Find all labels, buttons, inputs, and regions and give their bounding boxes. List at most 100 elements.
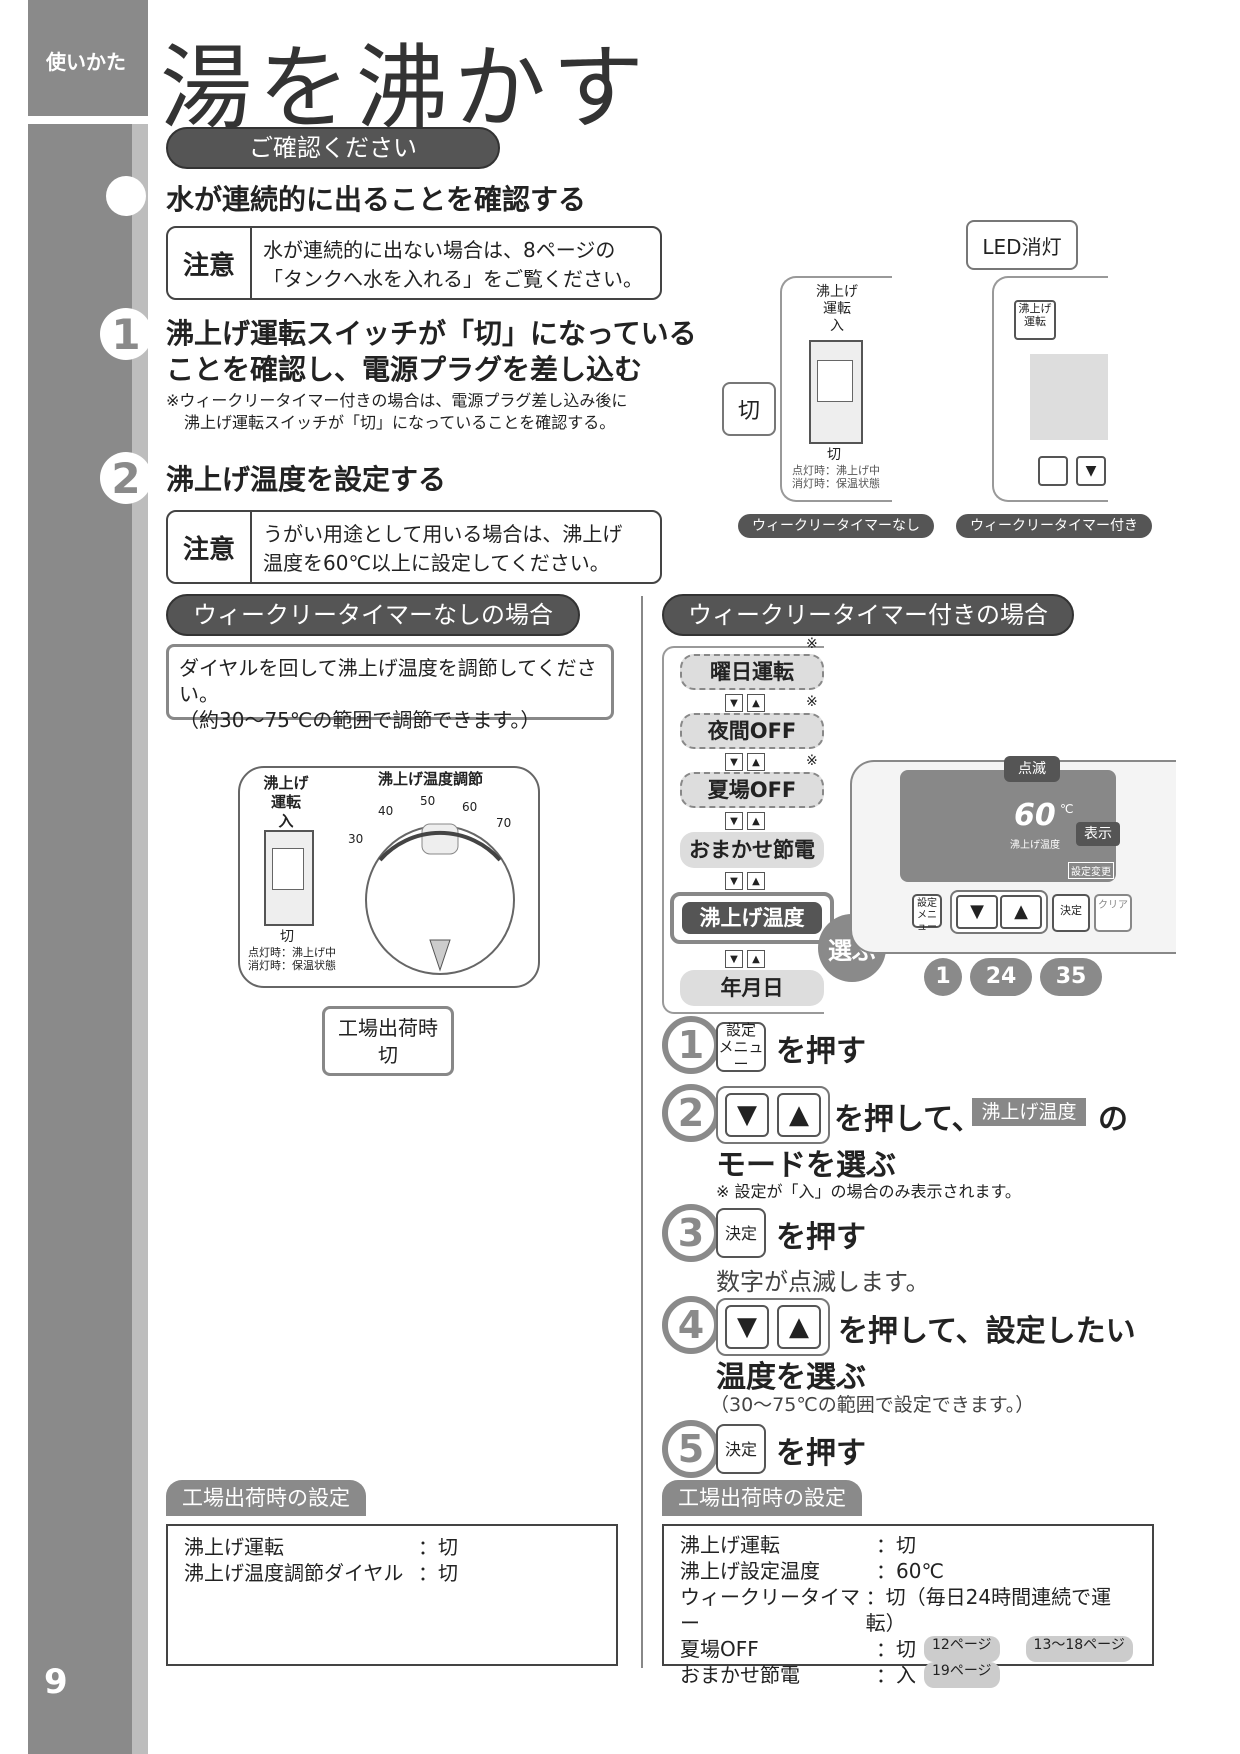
sidebar-line — [132, 124, 148, 1754]
caption-no-timer: ウィークリータイマーなし — [738, 514, 934, 538]
dial-panel: 沸上げ運転入 切 点灯時：沸上げ中消灯時：保温状態 沸上げ温度調節 30 40 … — [238, 766, 540, 988]
confirm-heading: 水が連続的に出ることを確認する — [166, 183, 587, 216]
right-step-2-after: の — [1098, 1102, 1128, 1137]
mini-down-button[interactable]: ▼ — [1076, 456, 1106, 486]
timeline-dot — [106, 176, 146, 216]
step-1-heading: 沸上げ運転スイッチが「切」になっていることを確認し、電源プラグを差し込む — [166, 317, 697, 386]
dial-tick: 60 — [462, 800, 478, 814]
page-ref: 12ページ — [924, 1636, 1000, 1662]
enter-button[interactable]: 決定 — [1052, 894, 1090, 932]
up-arrow-icon: ▲ — [777, 1305, 821, 1349]
confirm-note: 注意 水が連続的に出ない場合は、8ページの「タンクへ水を入れる」をご覧ください。 — [166, 226, 662, 300]
right-section-header: ウィークリータイマー付きの場合 — [662, 594, 1074, 636]
mini-display — [1030, 354, 1108, 440]
right-step-4-text: を押して、設定したい — [838, 1314, 1136, 1349]
lcd-temperature: 60 — [1014, 798, 1056, 833]
up-arrow-icon: ▲ — [777, 1093, 821, 1137]
down-arrow-icon: ▼ — [725, 1093, 769, 1137]
mode-arrows: ▼▲ — [725, 753, 765, 771]
factory-callout: 工場出荷時切 — [322, 1006, 454, 1076]
led-callout: LED消灯 — [966, 220, 1078, 270]
settings-row: 沸上げ設定温度：60℃ — [680, 1559, 944, 1583]
control-panel: 60 ℃ 沸上げ温度 設定変更 設定 メニュー ▼ ▲ 決定 クリア — [850, 760, 1176, 954]
right-step-1-number: 1 — [662, 1016, 720, 1074]
finger-label-35: 35 — [1040, 958, 1102, 996]
enter-icon: 決定 — [716, 1208, 766, 1258]
up-button[interactable]: ▲ — [1000, 895, 1042, 929]
off-callout: 切 — [722, 382, 776, 436]
mode-selected-frame: 沸上げ温度 — [670, 892, 834, 944]
right-step-3-number: 3 — [662, 1204, 720, 1262]
mode-item-weekday[interactable]: 曜日運転 — [680, 654, 824, 690]
lcd-unit: ℃ — [1060, 802, 1074, 816]
switch-label: 沸上げ運転入 — [816, 284, 858, 334]
right-factory-settings: 沸上げ運転：切 沸上げ設定温度：60℃ ウィークリータイマー：切（毎日24時間連… — [662, 1524, 1154, 1688]
mini-menu-button[interactable] — [1038, 456, 1068, 486]
left-factory-tab: 工場出荷時の設定 — [166, 1480, 366, 1516]
mode-mark: ※ — [806, 636, 818, 652]
mode-item-boil-temp[interactable]: 沸上げ温度 — [682, 902, 822, 934]
right-step-4-number: 4 — [662, 1296, 720, 1354]
switch-panel-no-timer: 沸上げ運転入 切 点灯時：沸上げ中消灯時：保温状態 — [780, 276, 892, 502]
right-step-2-number: 2 — [662, 1084, 720, 1142]
mode-item-night-off[interactable]: 夜間OFF — [680, 713, 824, 749]
note-text: 水が連続的に出ない場合は、8ページの「タンクへ水を入れる」をご覧ください。 — [263, 238, 643, 291]
step-2-note: 注意 うがい用途として用いる場合は、沸上げ温度を60℃以上に設定してください。 — [166, 510, 662, 584]
right-step-5-text: を押す — [776, 1436, 866, 1471]
sidebar-label: 使いかた — [46, 50, 126, 74]
page-number: 9 — [44, 1662, 68, 1702]
off-label: 切 — [280, 929, 294, 945]
note-label: 注意 — [168, 512, 252, 582]
mode-item-date[interactable]: 年月日 — [680, 970, 824, 1006]
dial-tick: 40 — [378, 804, 394, 818]
page-ref: 13～18ページ — [1025, 1636, 1133, 1662]
off-label: 切 — [827, 447, 841, 463]
mode-list — [662, 646, 824, 1014]
rocker-switch[interactable] — [809, 340, 863, 444]
sidebar-tab: 使いかた — [28, 0, 148, 116]
clear-button[interactable]: クリア — [1094, 894, 1132, 932]
mode-mark: ※ — [806, 694, 818, 710]
rocker-switch[interactable] — [264, 830, 314, 926]
enter-icon: 決定 — [716, 1424, 766, 1474]
step-2-heading: 沸上げ温度を設定する — [166, 463, 447, 496]
right-step-1-text: を押す — [776, 1034, 866, 1069]
dial-tick: 50 — [420, 794, 436, 808]
switch-label: 沸上げ運転入 — [263, 774, 309, 830]
step-1-number: 1 — [100, 308, 152, 360]
arrow-icons: ▼ ▲ — [716, 1086, 830, 1144]
right-step-5-number: 5 — [662, 1420, 720, 1478]
menu-button[interactable]: 設定 メニュー — [912, 894, 942, 933]
column-divider — [641, 596, 643, 1668]
right-step-4-note: （30～75℃の範囲で設定できます。） — [710, 1394, 1035, 1416]
left-section-header: ウィークリータイマーなしの場合 — [166, 594, 580, 636]
lcd-change-label: 設定変更 — [1068, 862, 1114, 879]
blink-label: 点滅 — [1004, 756, 1060, 782]
dial-tick: 70 — [496, 816, 512, 830]
menu-icon: 設定 メニュー — [716, 1021, 766, 1072]
mode-arrows: ▼▲ — [725, 872, 765, 890]
mode-item-summer-off[interactable]: 夏場OFF — [680, 772, 824, 808]
dial-instruction: ダイヤルを回して沸上げ温度を調節してください。（約30～75℃の範囲で調節できま… — [166, 644, 614, 732]
right-step-4-line2: 温度を選ぶ — [716, 1360, 866, 1395]
page-title: 湯を沸かす — [160, 35, 651, 142]
arrow-group: ▼ ▲ — [950, 890, 1048, 934]
right-step-2-text: を押して、 — [834, 1102, 982, 1137]
arrow-icons: ▼ ▲ — [716, 1298, 830, 1356]
left-factory-settings: 沸上げ運転：切 沸上げ温度調節ダイヤル：切 — [166, 1524, 618, 1666]
confirm-header: ご確認ください — [166, 127, 500, 169]
dial-label: 沸上げ温度調節 — [378, 770, 484, 788]
led-switch[interactable]: 沸上げ運転 — [1014, 300, 1056, 340]
display-label: 表示 — [1076, 822, 1120, 846]
lcd-caption: 沸上げ温度 — [1010, 840, 1060, 851]
temperature-dial[interactable] — [340, 790, 530, 980]
right-step-3-line2: 数字が点滅します。 — [716, 1268, 930, 1296]
mode-item-eco[interactable]: おまかせ節電 — [680, 832, 824, 868]
panel-with-timer: 沸上げ運転 ▼ — [992, 276, 1108, 502]
down-button[interactable]: ▼ — [956, 895, 998, 929]
sidebar — [28, 124, 148, 1754]
mode-arrows: ▼▲ — [725, 812, 765, 830]
right-step-2-note: ※ 設定が「入」の場合のみ表示されます。 — [716, 1182, 1021, 1201]
